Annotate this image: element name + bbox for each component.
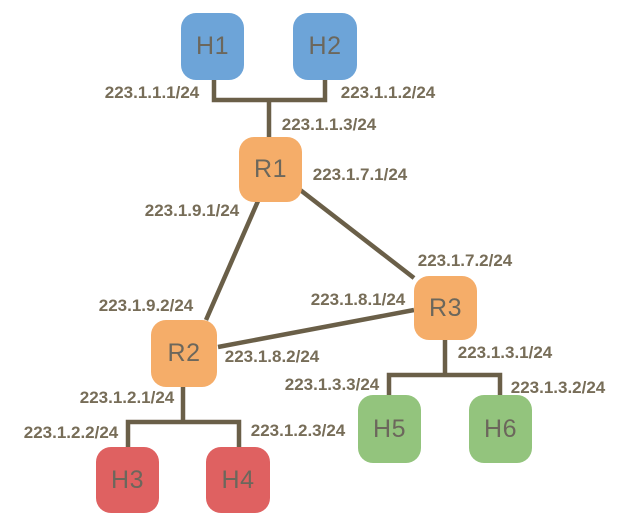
host-node-h2: H2	[293, 13, 357, 80]
node-label: H6	[484, 414, 517, 443]
node-label: R2	[167, 339, 201, 367]
link-r1-to-r2	[203, 200, 261, 321]
node-label: H2	[308, 32, 342, 60]
ip-address-label: 223.1.8.1/24	[310, 290, 406, 309]
host-node-h6: H6	[469, 395, 532, 463]
node-label: H4	[221, 465, 255, 494]
node-label: R1	[254, 155, 287, 183]
router-node-r3: R3	[414, 276, 477, 340]
ip-address-label: 223.1.2.2/24	[23, 423, 119, 442]
ip-address-label: 223.1.3.1/24	[457, 343, 553, 362]
ip-address-label: 223.1.2.1/24	[79, 388, 175, 407]
node-label: R3	[429, 293, 462, 322]
router-node-r2: R2	[151, 320, 217, 387]
link-lan1-bus	[211, 80, 328, 103]
host-node-h4: H4	[206, 447, 270, 513]
ip-address-label: 223.1.1.3/24	[281, 115, 377, 134]
ip-address-label: 223.1.9.1/24	[144, 201, 240, 220]
host-node-h5: H5	[358, 395, 421, 463]
host-node-h3: H3	[96, 447, 159, 513]
ip-address-label: 223.1.7.2/24	[417, 251, 513, 270]
ip-address-label: 223.1.2.3/24	[250, 421, 346, 440]
link-lan2-bus	[125, 419, 242, 448]
node-label: H1	[196, 32, 229, 60]
host-node-h1: H1	[181, 13, 244, 80]
ip-address-label: 223.1.1.2/24	[340, 83, 436, 102]
ip-address-label: 223.1.7.1/24	[312, 165, 408, 184]
ip-address-label: 223.1.3.3/24	[284, 375, 380, 394]
ip-address-label: 223.1.3.2/24	[510, 378, 606, 397]
ip-address-label: 223.1.8.2/24	[224, 347, 320, 366]
node-label: H3	[111, 465, 144, 494]
ip-address-label: 223.1.1.1/24	[104, 83, 200, 102]
link-r2-to-r3	[217, 307, 415, 350]
node-label: H5	[373, 414, 406, 443]
router-node-r1: R1	[239, 137, 302, 202]
link-lan3-bus	[386, 372, 503, 396]
link-r1-to-r3	[297, 187, 416, 280]
ip-address-label: 223.1.9.2/24	[98, 296, 194, 315]
